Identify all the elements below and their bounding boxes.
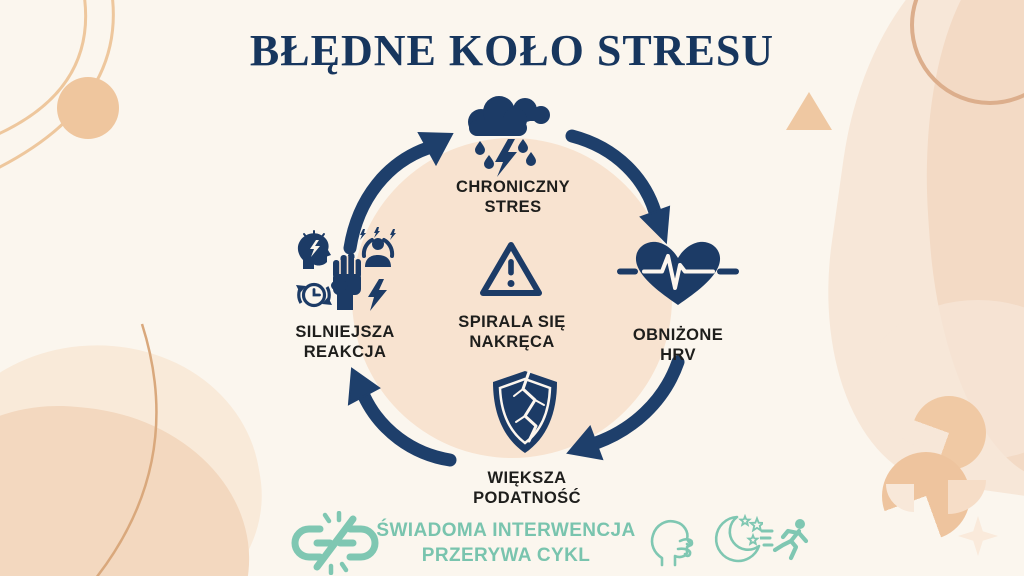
breathing-exhale-icon — [650, 519, 694, 567]
page-title: BŁĘDNE KOŁO STRESU — [249, 26, 775, 75]
heart-ecg-icon — [617, 241, 739, 305]
orbit-dot-decoration — [57, 77, 119, 139]
warning-triangle-icon — [480, 242, 542, 296]
clock-cycle-icon — [296, 282, 332, 308]
exercise-runner-icon — [760, 519, 809, 561]
broken-chain-icon — [291, 511, 379, 575]
cycle-step-label-right: OBNIŻONE HRV — [632, 326, 724, 365]
arrow-bottom-right — [566, 355, 685, 461]
overwhelmed-person-icon — [360, 227, 396, 267]
broken-shield-icon — [493, 370, 557, 453]
ring-decoration — [910, 0, 1024, 105]
footer-message: ŚWIADOMA INTERWENCJA PRZERYWA CYKL — [376, 520, 636, 566]
lightning-icon — [368, 279, 387, 311]
fist-icon — [331, 253, 361, 310]
cycle-step-label-bottom: WIĘKSZA PODATNOŚĆ — [473, 469, 581, 508]
sleep-moon-stars-icon — [714, 513, 763, 563]
arrow-top-left — [343, 131, 454, 255]
arrow-bottom-left — [347, 367, 457, 467]
cycle-step-label-left: SILNIEJSZA REAKCJA — [295, 323, 395, 362]
cycle-step-label-center: SPIRALA SIĘ NAKRĘCA — [458, 313, 566, 352]
storm-cloud-icon — [468, 96, 550, 177]
cycle-step-label-top: CHRONICZNY STRES — [456, 178, 570, 217]
arrow-top-right — [565, 129, 671, 245]
stressed-head-icon — [297, 230, 331, 269]
